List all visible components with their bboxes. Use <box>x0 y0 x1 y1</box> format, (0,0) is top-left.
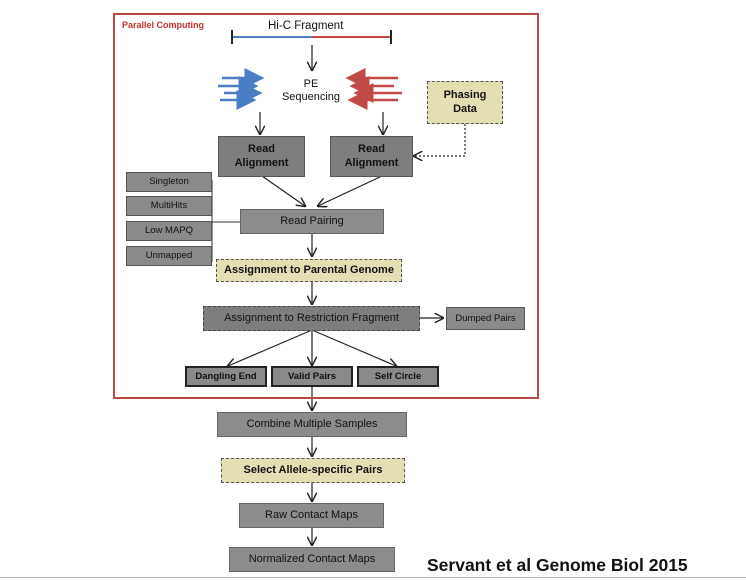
normalized-contact-maps-box: Normalized Contact Maps <box>229 547 395 572</box>
red-read-arrows <box>345 68 402 110</box>
bottom-divider <box>0 577 746 578</box>
select-allele-box: Select Allele-specific Pairs <box>221 458 405 483</box>
filter-unmapped: Unmapped <box>126 246 212 266</box>
assignment-restriction-box: Assignment to Restriction Fragment <box>203 306 420 331</box>
parallel-computing-frame <box>113 13 539 399</box>
raw-contact-maps-box: Raw Contact Maps <box>239 503 384 528</box>
outcome-valid-pairs: Valid Pairs <box>271 366 353 387</box>
filter-multihits: MultiHits <box>126 196 212 216</box>
read-alignment-right-box: Read Alignment <box>330 136 413 177</box>
dumped-pairs-box: Dumped Pairs <box>446 307 525 330</box>
pe-sequencing-label: PE Sequencing <box>281 77 341 103</box>
assignment-parental-box: Assignment to Parental Genome <box>216 259 402 282</box>
blue-read-arrows <box>218 68 265 110</box>
read-pairing-box: Read Pairing <box>240 209 384 234</box>
outcome-dangling-end: Dangling End <box>185 366 267 387</box>
hic-fragment-label: Hi-C Fragment <box>268 20 344 32</box>
filter-low-mapq: Low MAPQ <box>126 221 212 241</box>
filter-singleton: Singleton <box>126 172 212 192</box>
hic-fragment-line <box>231 30 392 44</box>
frame-title: Parallel Computing <box>122 20 205 30</box>
outcome-self-circle: Self Circle <box>357 366 439 387</box>
combine-samples-box: Combine Multiple Samples <box>217 412 407 437</box>
citation-text: Servant et al Genome Biol 2015 <box>427 555 688 575</box>
phasing-data-box: Phasing Data <box>427 81 503 124</box>
read-alignment-left-box: Read Alignment <box>218 136 305 177</box>
